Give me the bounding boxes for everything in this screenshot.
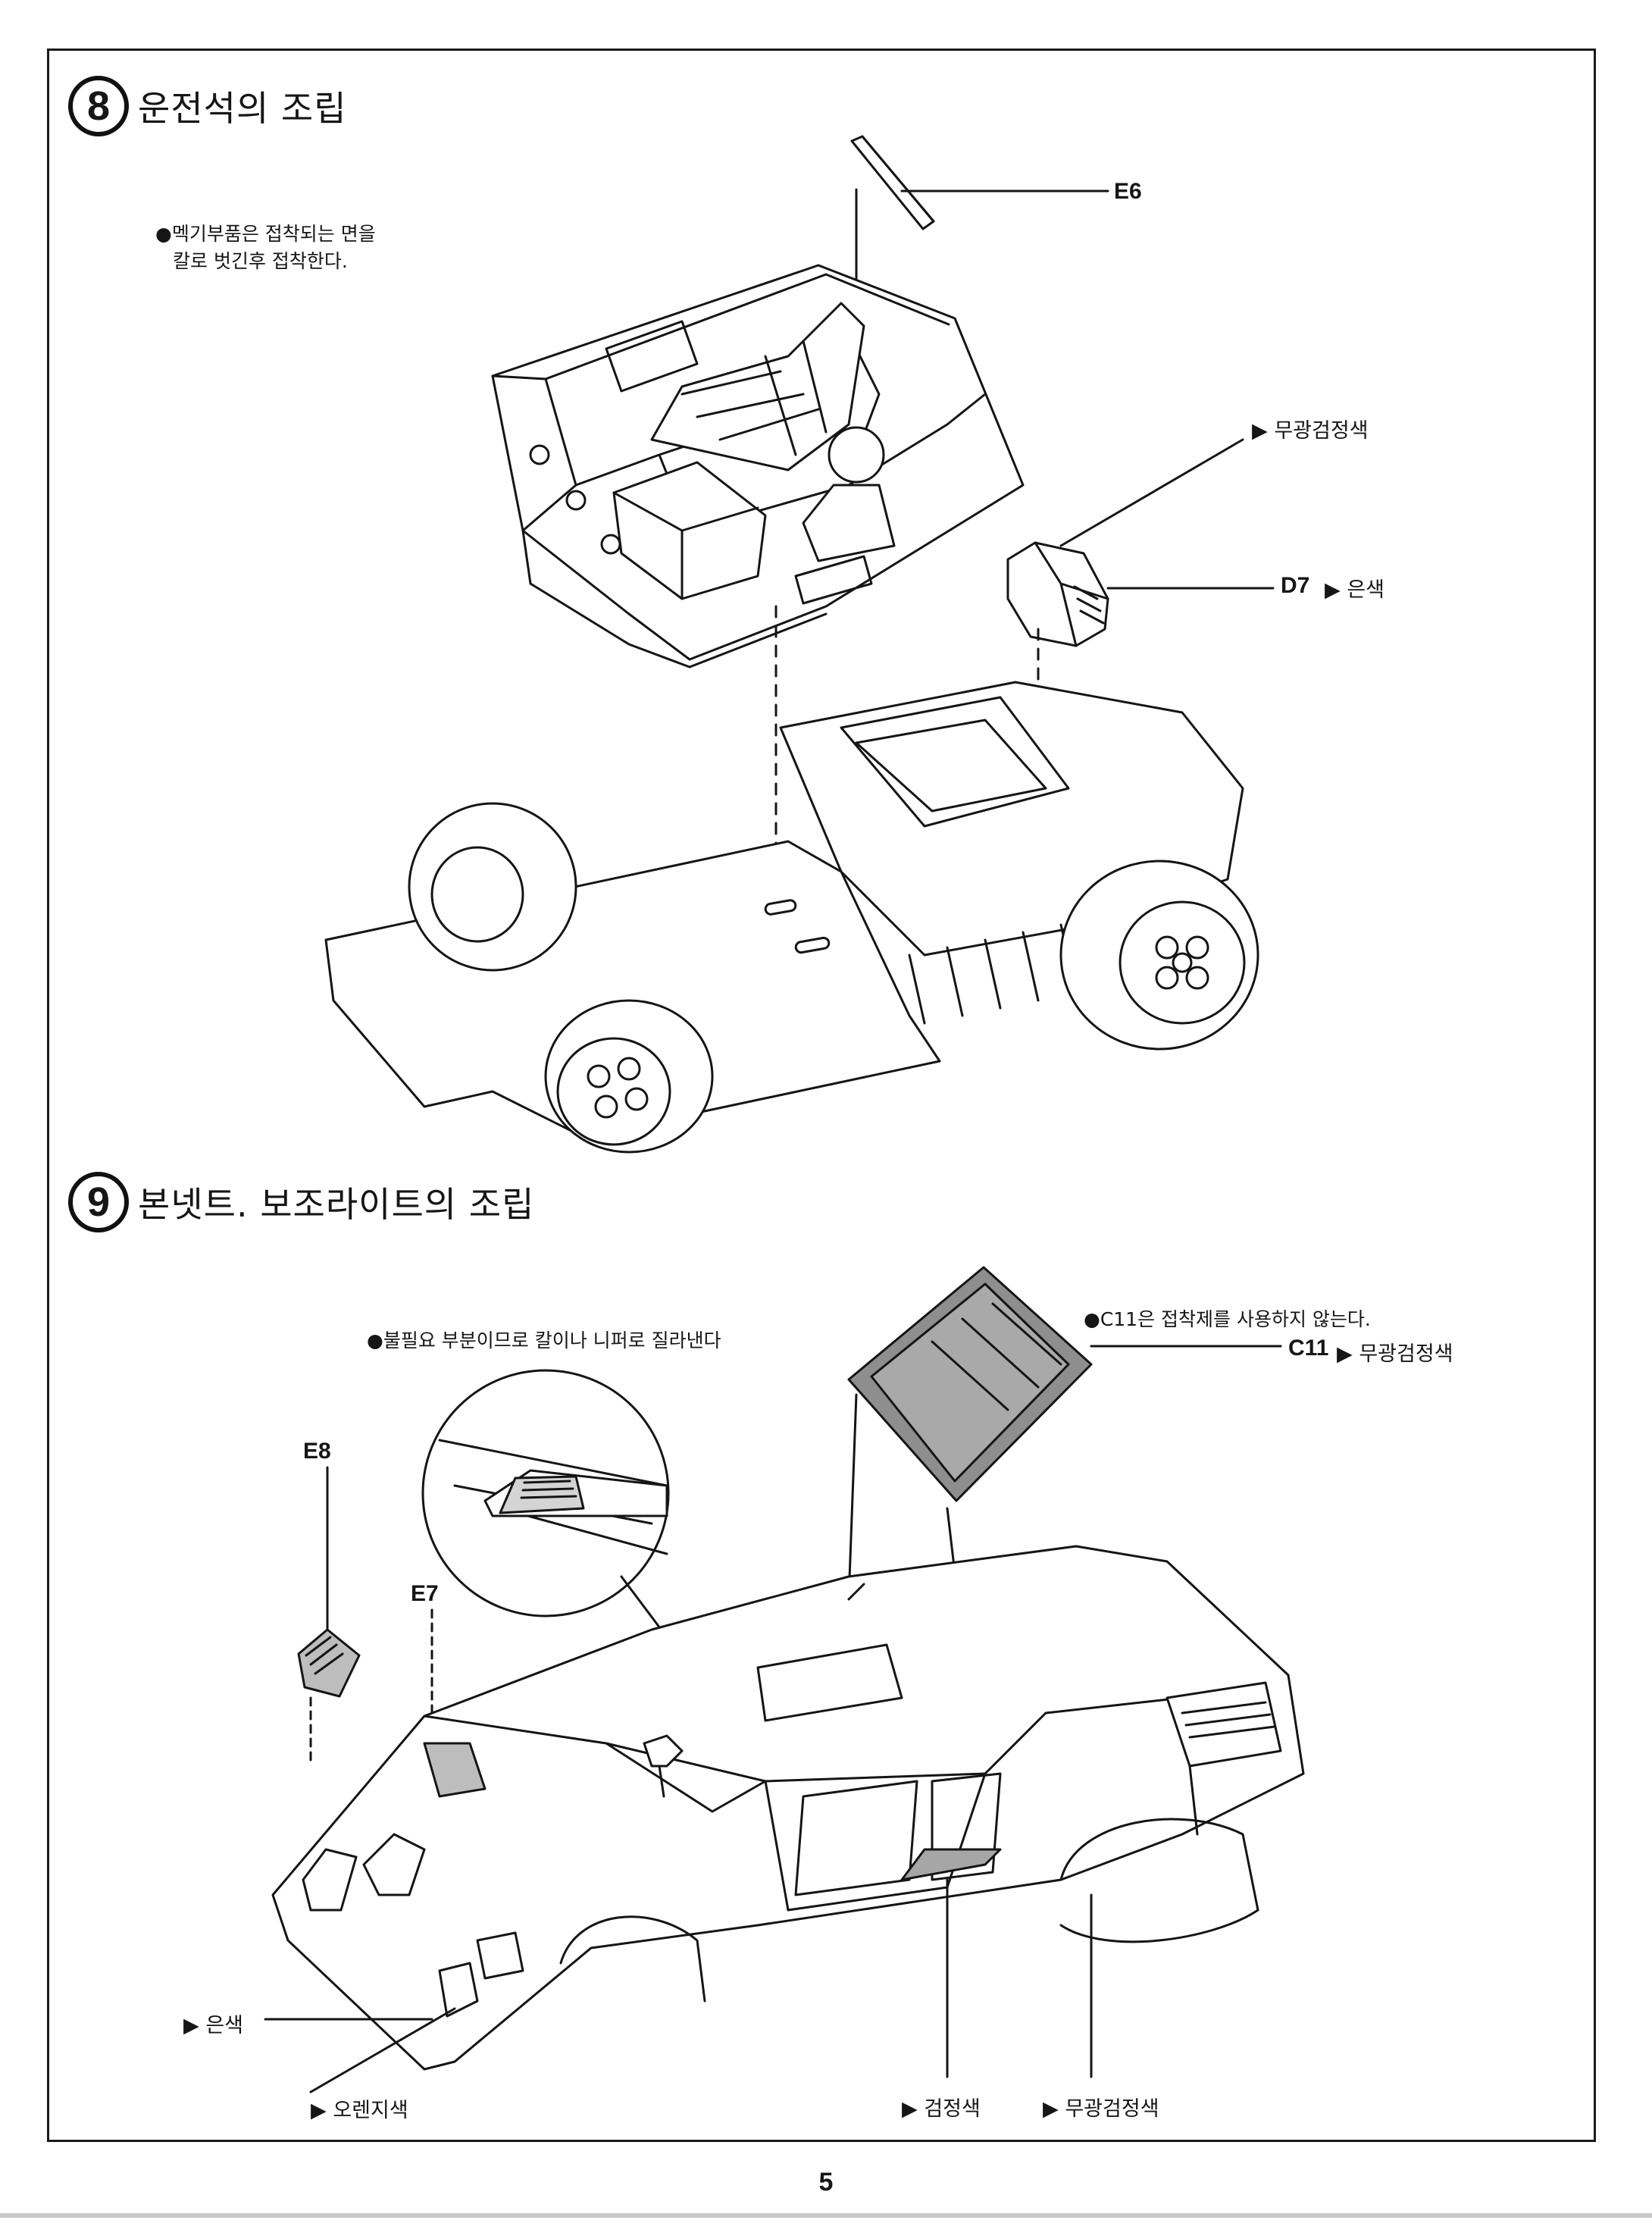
step-9-c11-note: ●C11은 접착제를 사용하지 않는다. bbox=[1084, 1308, 1371, 1330]
step-9-black-label: ▶ 검정색 bbox=[902, 2097, 981, 2121]
step-8-note-line1: ●멕기부품은 접착되는 면을 bbox=[155, 223, 376, 245]
step-9-header: 9 본넷트. 보조라이트의 조립 bbox=[68, 1172, 534, 1232]
step-9-mat-black-label: ▶ 무광검정색 bbox=[1043, 2097, 1159, 2121]
step-8-note-line2: 칼로 벗긴후 접착한다. bbox=[173, 250, 348, 272]
step-9-number: 9 bbox=[68, 1172, 129, 1232]
step-9-title: 본넷트. 보조라이트의 조립 bbox=[138, 1184, 535, 1225]
part-d7-label: D7 bbox=[1281, 573, 1310, 598]
step-8-header: 8 운전석의 조립 bbox=[68, 76, 347, 136]
car-body-drawing bbox=[264, 1545, 1305, 2094]
part-e6-drawing bbox=[849, 135, 1109, 312]
c11-color-label: ▶ 무광검정색 bbox=[1337, 1342, 1453, 1366]
part-e6-label: E6 bbox=[1114, 179, 1142, 204]
step-9-silver-label: ▶ 은색 bbox=[183, 2014, 244, 2037]
part-e8-label: E8 bbox=[303, 1439, 331, 1464]
step-8-silver-label: ▶ 은색 bbox=[1325, 578, 1385, 602]
detail-magnifier-drawing bbox=[421, 1369, 714, 1699]
step-8-title: 운전석의 조립 bbox=[138, 88, 347, 129]
page-frame bbox=[47, 49, 1596, 2142]
cockpit-tub-drawing bbox=[491, 264, 1025, 902]
part-e7-label: E7 bbox=[411, 1581, 439, 1606]
step-9-orange-label: ▶ 오렌지색 bbox=[311, 2099, 408, 2122]
part-c11-label: C11 bbox=[1288, 1336, 1329, 1361]
step-8-number: 8 bbox=[68, 76, 129, 136]
bottom-rule bbox=[0, 2213, 1652, 2218]
step-8-mat-black-label: ▶ 무광검정색 bbox=[1252, 419, 1369, 443]
part-c11-drawing bbox=[847, 1266, 1282, 1639]
page-number: 5 bbox=[818, 2168, 834, 2197]
step-9-cut-note: ●불필요 부분이므로 칼이나 니퍼로 질라낸다 bbox=[367, 1329, 721, 1351]
chassis-drawing bbox=[324, 681, 1259, 1154]
part-d7-drawing bbox=[1006, 438, 1275, 758]
part-e8-drawing bbox=[297, 1466, 361, 1768]
